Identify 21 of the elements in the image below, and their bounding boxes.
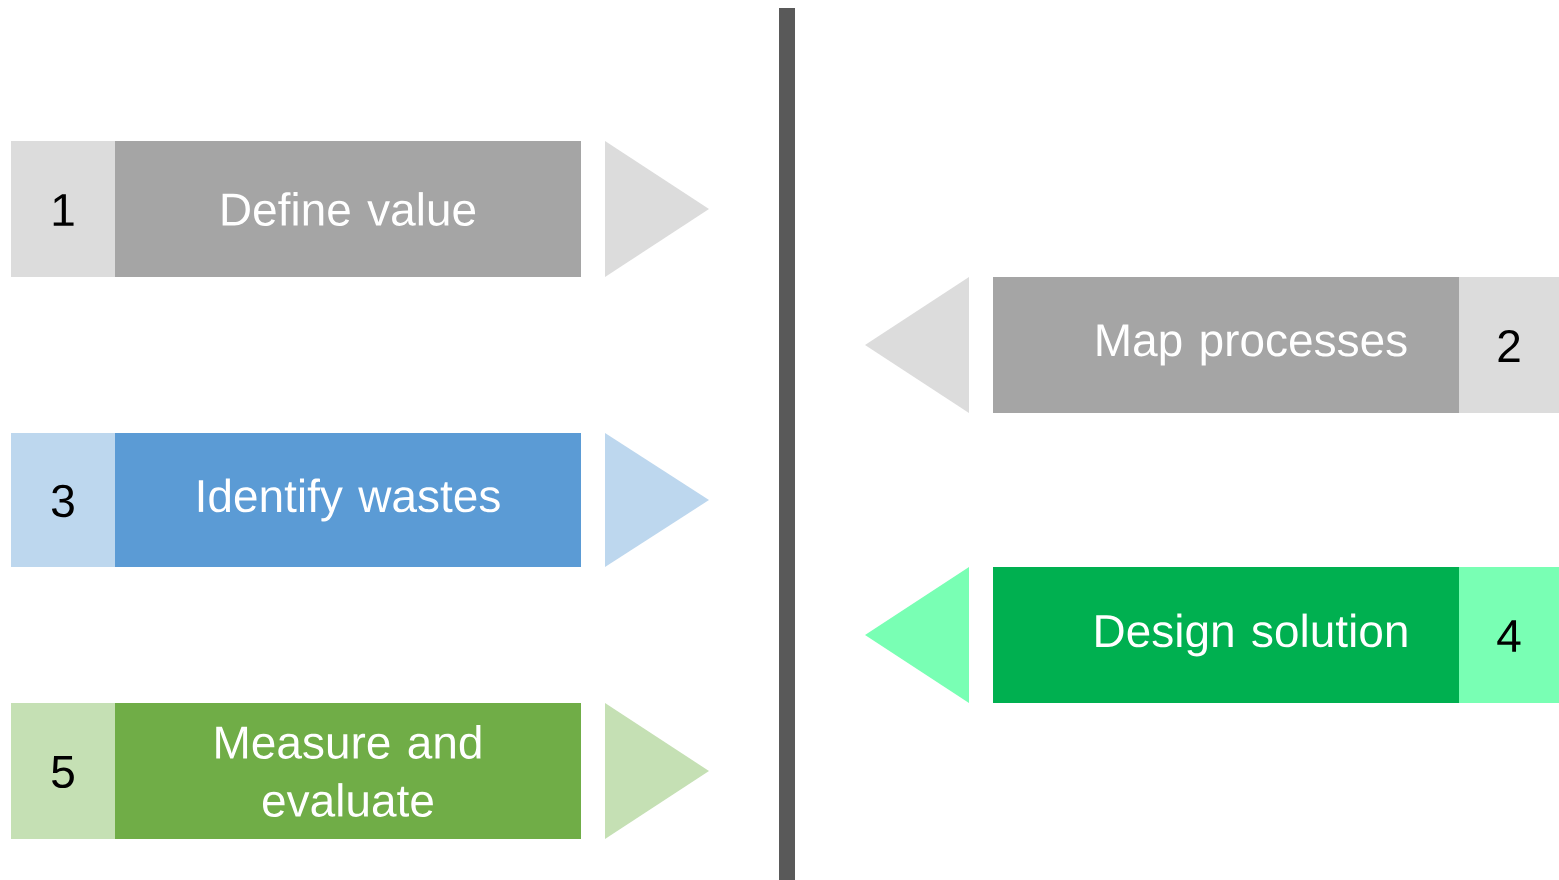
step-label: Identify wastes [198, 478, 500, 522]
step-box [11, 141, 581, 277]
step-number: 1 [53, 194, 74, 226]
pointer-triangle [605, 433, 709, 567]
step-label: Design solution [1096, 613, 1407, 657]
pointer-triangle [865, 567, 969, 703]
step-box [11, 433, 581, 567]
step-label: Map processes [1097, 324, 1407, 366]
pointer-triangle [605, 141, 709, 277]
divider-bar [779, 8, 795, 880]
step-box [993, 277, 1559, 413]
step-label: Define value [222, 192, 476, 226]
step-box [11, 703, 581, 839]
pointer-triangle [865, 277, 969, 413]
pointer-triangle [605, 703, 709, 839]
step-number: 2 [1498, 329, 1520, 363]
step-box [993, 567, 1559, 703]
step-number: 3 [51, 484, 74, 518]
step-number: 5 [52, 755, 74, 789]
step-label: Measure and evaluate [216, 725, 481, 817]
step-number: 4 [1497, 620, 1521, 652]
